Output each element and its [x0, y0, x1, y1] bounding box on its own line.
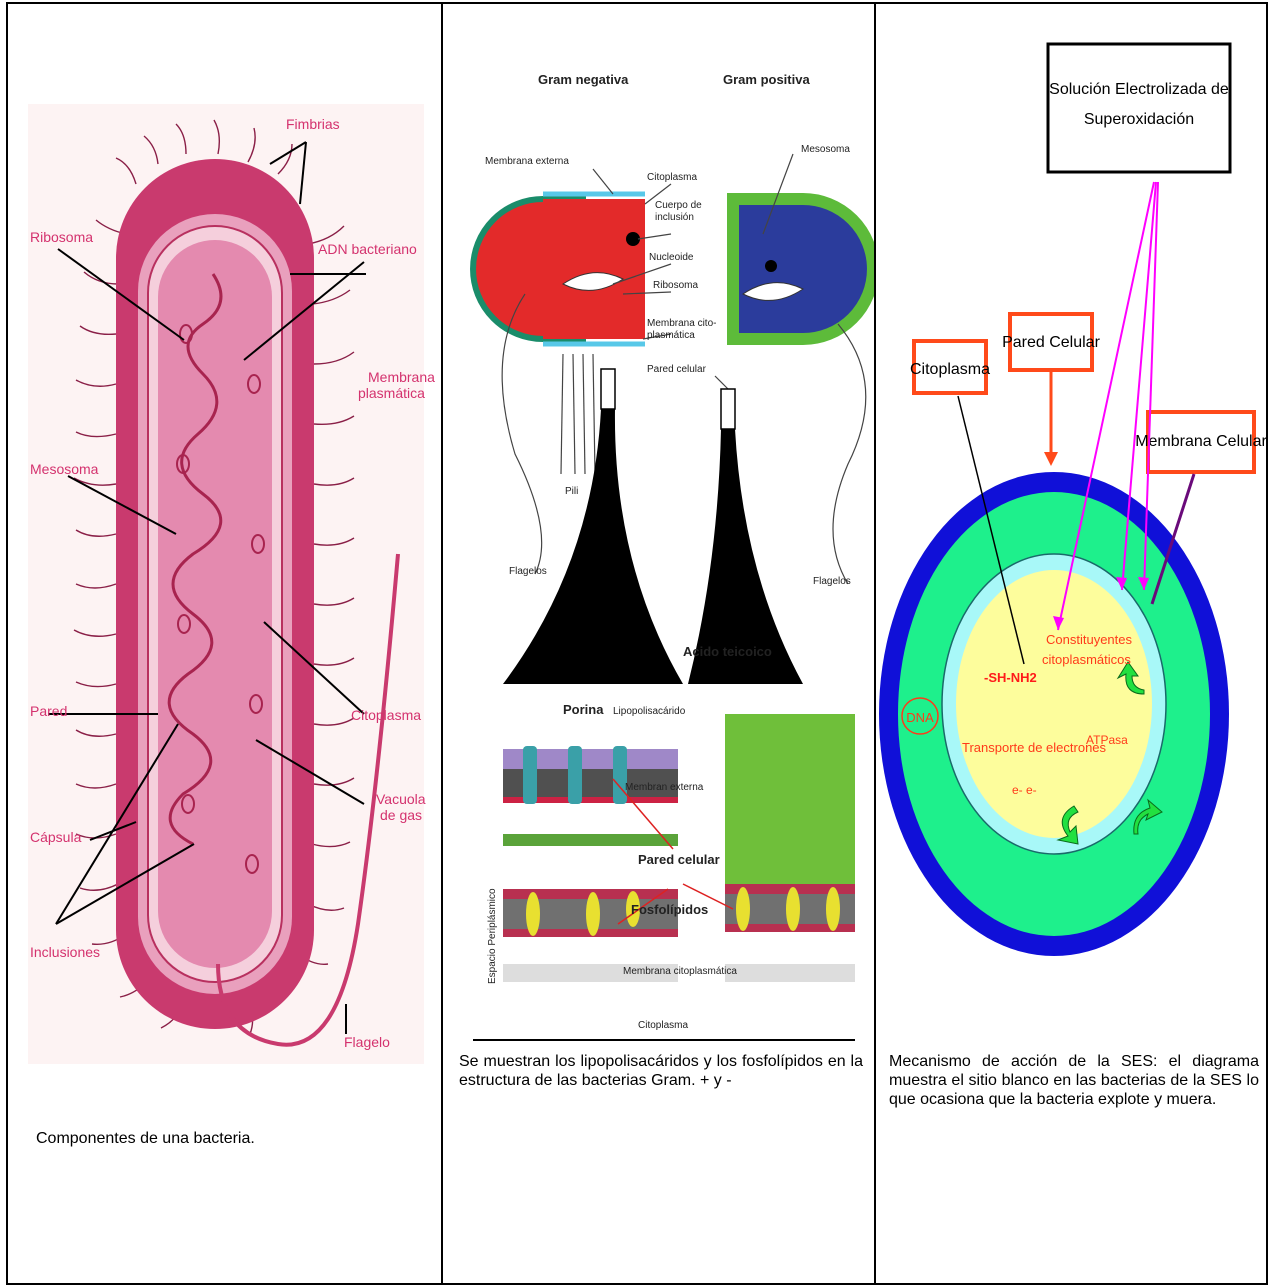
label-mesosoma: Mesosoma [30, 461, 99, 477]
ses-box [1048, 44, 1230, 172]
label-fosfolipidos: Fosfolípidos [631, 902, 708, 917]
label-memcito-1: Membrana cito- [647, 318, 716, 329]
caption-gram: Se muestran los lipopolisacáridos y los … [459, 1052, 863, 1090]
label-citoplasma: Citoplasma [647, 172, 697, 183]
label-porina: Porina [563, 702, 604, 717]
wall-detail-box-pos [721, 389, 735, 429]
label-citoplasma: Citoplasma [351, 707, 421, 723]
label-pared: Pared [30, 703, 67, 719]
label-adn: ADN bacteriano [318, 241, 417, 257]
label-constituyentes-2: citoplasmáticos [1042, 652, 1131, 667]
label-pili: Pili [565, 486, 578, 497]
inclusion-body-neg [626, 232, 640, 246]
label-flagelos-neg: Flagelos [509, 566, 547, 577]
label-ribosoma: Ribosoma [653, 280, 698, 291]
label-vacuola-1: Vacuola [376, 791, 426, 807]
label-acido-teicoico: Acido teicoico [683, 644, 772, 659]
label-shnh2: -SH-NH2 [984, 670, 1037, 685]
label-citoplasma: Citoplasma [910, 361, 990, 378]
label-membran-externa: Membran externa [625, 782, 704, 793]
label-membrana-2: plasmática [358, 385, 425, 401]
label-membrana-1: Membrana [368, 369, 435, 385]
label-flagelo: Flagelo [344, 1034, 390, 1050]
label-nucleoide: Nucleoide [649, 252, 694, 263]
gram-diagram: Gram negativa Gram positiva Membrana ext… [443, 4, 876, 1044]
label-cuerpo-2: inclusión [655, 212, 694, 223]
label-capsula: Cápsula [30, 829, 82, 845]
cytoplasm-core [956, 570, 1152, 838]
label-membrana-externa: Membrana externa [485, 156, 569, 167]
label-vacuola-2: de gas [380, 807, 422, 823]
label-inclusiones: Inclusiones [30, 944, 100, 960]
label-ses-1: Solución Electrolizada de [1049, 81, 1229, 98]
label-gram-positiva: Gram positiva [723, 72, 810, 87]
label-transporte: Transporte de electrones [962, 740, 1107, 755]
panel-ses-mechanism: Solución Electrolizada de Superoxidación… [874, 4, 1266, 1283]
panel-gram-structure: Gram negativa Gram positiva Membrana ext… [441, 4, 874, 1283]
bacteria-diagram: Fimbrias Ribosoma ADN bacteriano Membran… [8, 4, 441, 1094]
label-espacio: Espacio Periplásmico [487, 888, 498, 984]
ses-diagram: Solución Electrolizada de Superoxidación… [876, 4, 1271, 1044]
label-constituyentes-1: Constituyentes [1046, 632, 1132, 647]
label-ee: e- e- [1012, 783, 1037, 797]
gram-negative-body [543, 199, 645, 339]
wall-detail-box-neg [601, 369, 615, 409]
label-citoplasma-2: Citoplasma [638, 1020, 688, 1031]
inclusion-body-pos [765, 260, 777, 272]
label-membrana: Membrana Celular [1135, 433, 1267, 450]
label-memcito-2: plasmática [647, 330, 695, 341]
gram-positive-cell [733, 199, 873, 339]
zoom-funnel-neg [503, 409, 683, 684]
label-pared-celular: Pared celular [647, 364, 707, 375]
caption-bacteria: Componentes de una bacteria. [36, 1129, 416, 1148]
label-cuerpo-1: Cuerpo de [655, 200, 702, 211]
label-pared: Pared Celular [1002, 334, 1101, 351]
label-ribosoma: Ribosoma [30, 229, 93, 245]
label-flagelos-pos: Flagelos [813, 576, 851, 587]
label-dna: DNA [906, 710, 934, 725]
label-membrana-cito-2: Membrana citoplasmática [623, 966, 737, 977]
pared-arrowhead [1044, 452, 1058, 466]
label-gram-negativa: Gram negativa [538, 72, 629, 87]
caption-ses: Mecanismo de acción de la SES: el diagra… [889, 1052, 1259, 1109]
label-pared-celular-2: Pared celular [638, 852, 720, 867]
figure-table: Fimbrias Ribosoma ADN bacteriano Membran… [6, 2, 1268, 1285]
label-mesosoma: Mesosoma [801, 144, 850, 155]
label-ses-2: Superoxidación [1084, 111, 1194, 128]
panel-bacteria-components: Fimbrias Ribosoma ADN bacteriano Membran… [8, 4, 441, 1283]
gram-pos-wall-detail [725, 714, 855, 982]
label-fimbrias: Fimbrias [286, 116, 340, 132]
label-lipopolisacarido: Lipopolisacárido [613, 706, 686, 717]
cytoplasm-shape [158, 240, 272, 968]
label-atpasa: ATPasa [1086, 733, 1128, 747]
